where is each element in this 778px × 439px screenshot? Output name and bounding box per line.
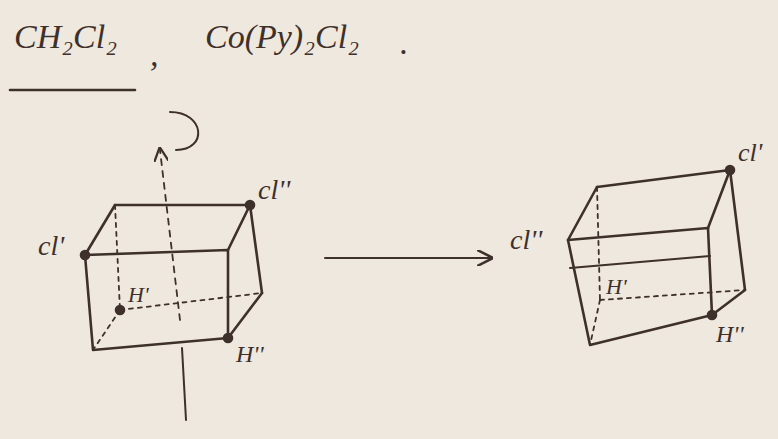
punctuation: ,	[150, 38, 159, 72]
underline	[10, 89, 135, 92]
left-prism	[81, 201, 262, 350]
transform-arrow	[325, 257, 490, 259]
right-prism	[568, 166, 745, 345]
atom-label: H''	[236, 342, 264, 366]
rotation-axis	[160, 112, 198, 420]
formula: CH₂Cl₂	[14, 20, 117, 54]
atom-label: cl'	[38, 232, 64, 260]
atom-label: cl'	[738, 140, 762, 166]
atom-label: H'	[128, 284, 149, 306]
atom-label: H'	[606, 276, 627, 298]
atom-label: cl''	[258, 176, 290, 204]
atom-label: cl''	[510, 226, 542, 254]
formula: Co(Py)₂Cl₂	[205, 20, 359, 54]
atom-label: H''	[716, 322, 744, 346]
punctuation: .	[400, 26, 409, 60]
